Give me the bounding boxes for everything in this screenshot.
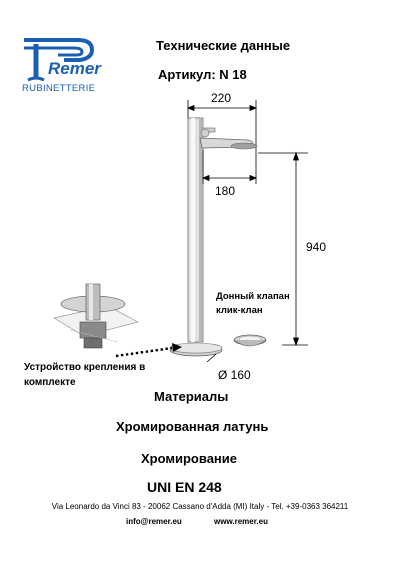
drain-label-line-2: клик-клан — [216, 305, 263, 316]
remer-r-emblem-icon — [24, 38, 95, 82]
dim-220-label: 220 — [211, 91, 231, 105]
footer-website[interactable]: www.remer.eu — [214, 517, 268, 526]
footer-address: Via Leonardo da Vinci 83 - 20062 Cassano… — [51, 502, 349, 511]
remer-logo: Remer RUBINETTERIE — [22, 38, 102, 94]
standard-value: UNI EN 248 — [147, 479, 222, 495]
faucet-body — [169, 117, 258, 357]
article-number: Артикул: N 18 — [158, 67, 247, 82]
mount-label-line-2: комплекте — [24, 377, 76, 388]
dim-940-label: 940 — [306, 240, 326, 254]
finish-value: Хромирование — [141, 451, 237, 466]
dim-base-label: Ø 160 — [218, 368, 251, 382]
dimension-180 — [201, 150, 258, 184]
dimension-220 — [186, 100, 258, 150]
material-value: Хромированная латунь — [116, 419, 269, 434]
base-leader-line — [206, 353, 217, 363]
faucet-drawing: 220 180 — [53, 91, 326, 382]
drain-valve-icon — [233, 334, 267, 347]
drain-label-line-1: Донный клапан — [216, 291, 290, 302]
mount-arrow — [115, 343, 182, 358]
mounting-kit-icon — [53, 283, 139, 349]
materials-heading: Материалы — [154, 389, 229, 404]
mount-label-line-1: Устройство крепления в — [24, 362, 146, 373]
logo-brand-text: Remer — [48, 59, 102, 78]
footer-email[interactable]: info@remer.eu — [126, 517, 182, 526]
dimension-940 — [258, 151, 308, 347]
dim-180-label: 180 — [215, 184, 235, 198]
logo-sub-text: RUBINETTERIE — [22, 83, 95, 94]
page-title: Технические данные — [156, 38, 291, 53]
